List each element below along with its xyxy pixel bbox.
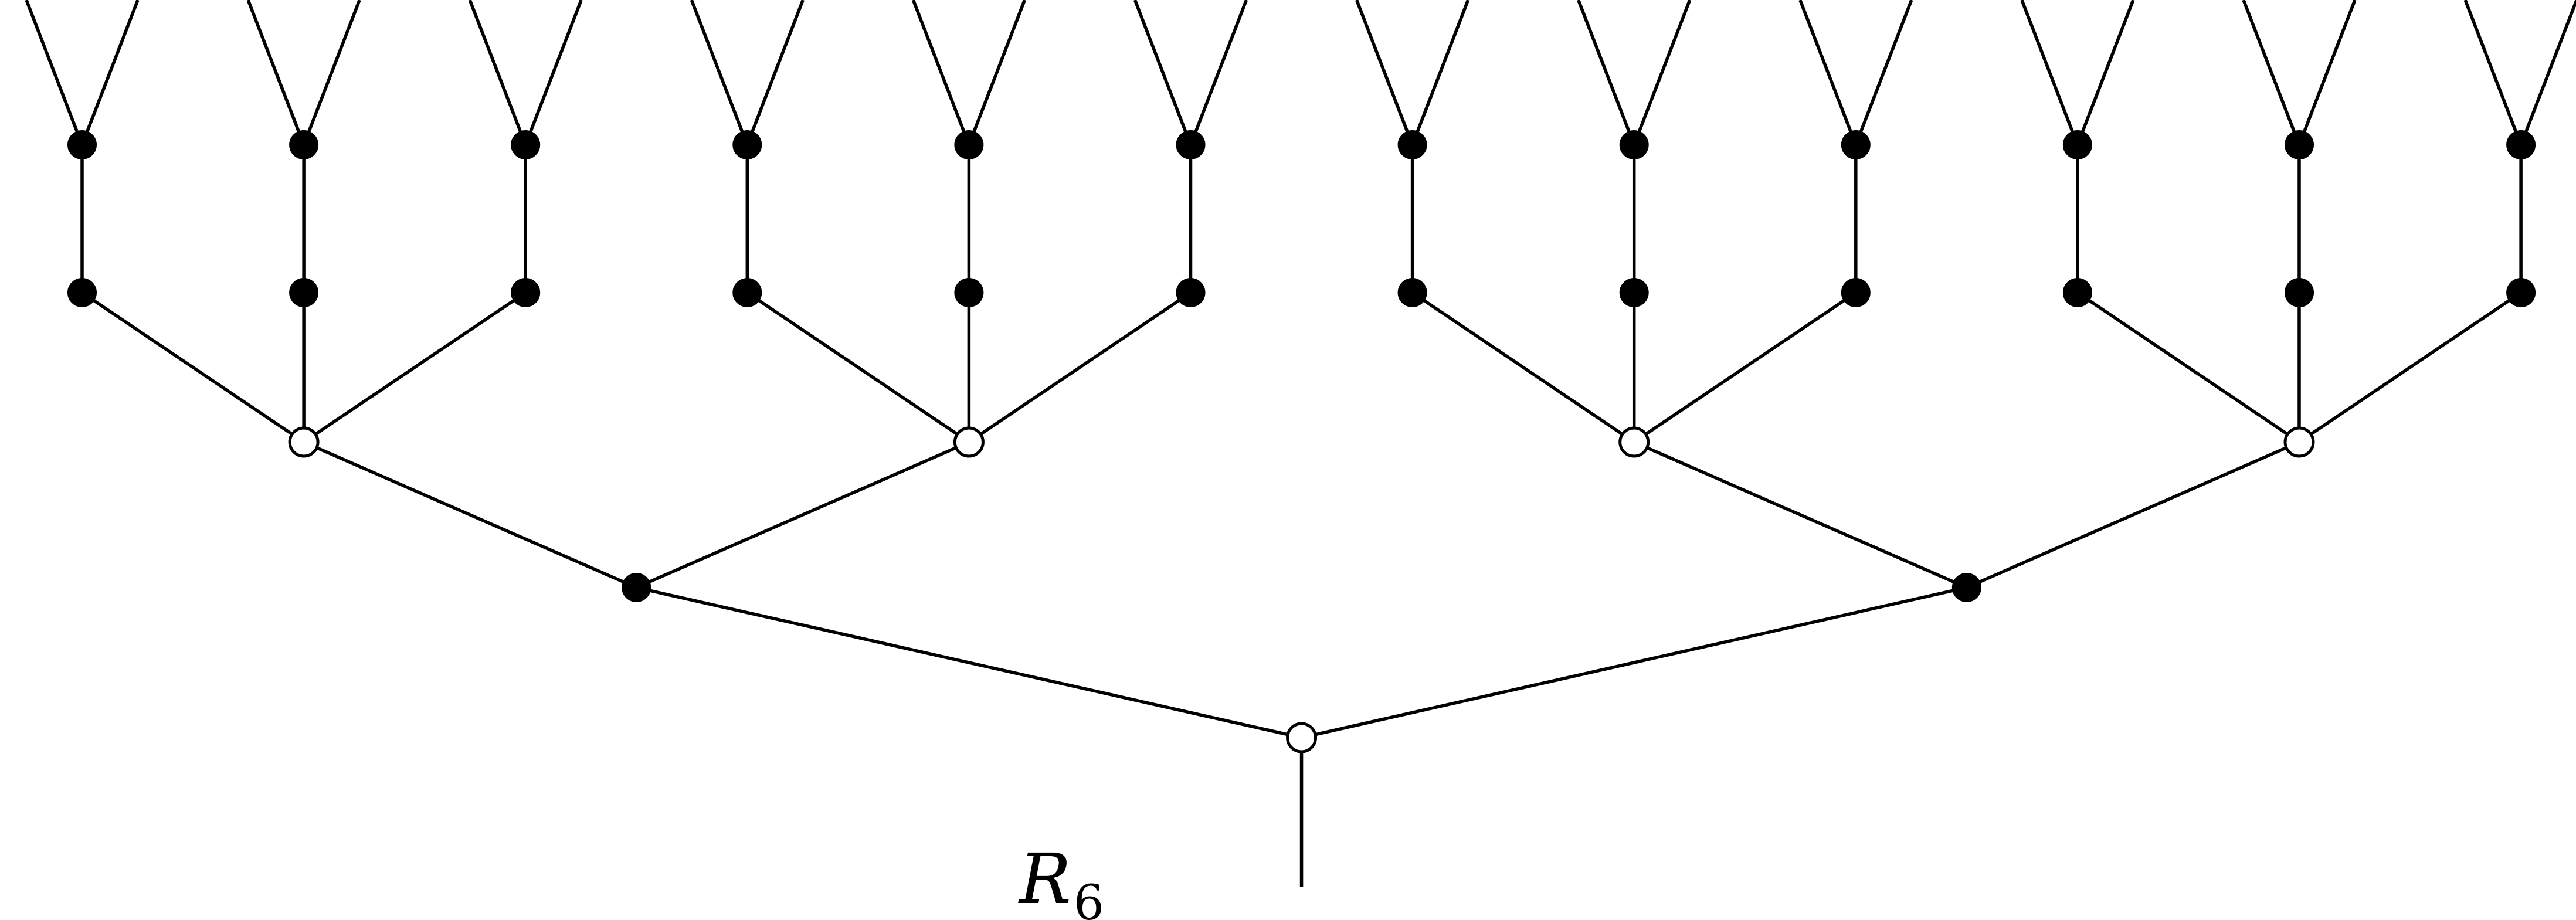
- fork-edge-right-6: [1411, 0, 1470, 145]
- mid-open-vertex-2: [1618, 426, 1650, 458]
- diagram-label-subscript: 6: [1074, 875, 1104, 920]
- mid-edge-1: [636, 440, 970, 589]
- tree-nodes: [67, 130, 2536, 753]
- secondary-vertex-0: [622, 573, 651, 602]
- branch-edge-8: [1633, 291, 1857, 444]
- lower-vertex-2: [511, 278, 541, 307]
- branch-edge-6: [1411, 291, 1635, 444]
- lower-vertex-1: [289, 278, 319, 307]
- fork-edge-left-11: [2463, 0, 2523, 145]
- root-edge-left: [636, 586, 1302, 739]
- lower-vertex-7: [1619, 278, 1649, 307]
- lower-vertex-8: [1841, 278, 1871, 307]
- upper-vertex-0: [67, 130, 97, 159]
- upper-vertex-9: [2062, 130, 2092, 159]
- branch-edge-2: [303, 291, 527, 444]
- upper-vertex-10: [2285, 130, 2314, 159]
- fork-edge-left-6: [1355, 0, 1414, 145]
- branch-edge-11: [2298, 291, 2522, 444]
- fork-edge-right-8: [1854, 0, 1913, 145]
- upper-vertex-1: [289, 130, 319, 159]
- fork-edge-right-7: [1633, 0, 1692, 145]
- branch-edge-0: [81, 291, 305, 444]
- fork-edge-left-4: [911, 0, 970, 145]
- fork-edge-left-7: [1577, 0, 1636, 145]
- mid-open-vertex-0: [288, 426, 320, 458]
- fork-edge-right-9: [2076, 0, 2135, 145]
- fork-edge-left-1: [246, 0, 306, 145]
- tree-edges: [25, 0, 2576, 887]
- fork-edge-left-0: [25, 0, 84, 145]
- upper-vertex-4: [954, 130, 984, 159]
- mid-edge-0: [303, 440, 637, 589]
- lower-vertex-3: [732, 278, 762, 307]
- fork-edge-left-9: [2020, 0, 2079, 145]
- mid-edge-3: [1966, 440, 2300, 589]
- fork-edge-right-4: [967, 0, 1026, 145]
- upper-vertex-3: [732, 130, 762, 159]
- fork-edge-right-3: [745, 0, 805, 145]
- diagram-label: R6: [1018, 838, 1104, 920]
- secondary-vertex-1: [1951, 573, 1981, 602]
- mid-open-vertex-3: [2283, 426, 2315, 458]
- diagram-label-main: R: [1018, 838, 1071, 919]
- branch-edge-3: [746, 291, 970, 444]
- upper-vertex-2: [511, 130, 541, 159]
- fork-edge-right-0: [80, 0, 140, 145]
- branch-edge-9: [2076, 291, 2300, 444]
- root-open-vertex: [1286, 722, 1318, 753]
- upper-vertex-5: [1176, 130, 1206, 159]
- upper-vertex-6: [1397, 130, 1427, 159]
- upper-vertex-7: [1619, 130, 1649, 159]
- lower-vertex-0: [67, 278, 97, 307]
- upper-vertex-8: [1841, 130, 1871, 159]
- mid-open-vertex-1: [953, 426, 985, 458]
- lower-vertex-9: [2062, 278, 2092, 307]
- branch-edge-5: [968, 291, 1192, 444]
- fork-edge-left-5: [1133, 0, 1193, 145]
- lower-vertex-5: [1176, 278, 1206, 307]
- root-edge-right: [1301, 586, 1967, 739]
- lower-vertex-11: [2506, 278, 2536, 307]
- lower-vertex-6: [1397, 278, 1427, 307]
- fork-edge-right-11: [2519, 0, 2576, 145]
- fork-edge-right-10: [2297, 0, 2357, 145]
- mid-edge-2: [1633, 440, 1967, 589]
- fork-edge-left-2: [468, 0, 527, 145]
- fork-edge-right-1: [302, 0, 361, 145]
- fork-edge-left-3: [690, 0, 749, 145]
- upper-vertex-11: [2506, 130, 2536, 159]
- fork-edge-left-10: [2242, 0, 2301, 145]
- fork-edge-right-2: [524, 0, 583, 145]
- fork-edge-right-5: [1189, 0, 1248, 145]
- lower-vertex-10: [2285, 278, 2314, 307]
- lower-vertex-4: [954, 278, 984, 307]
- fork-edge-left-8: [1798, 0, 1858, 145]
